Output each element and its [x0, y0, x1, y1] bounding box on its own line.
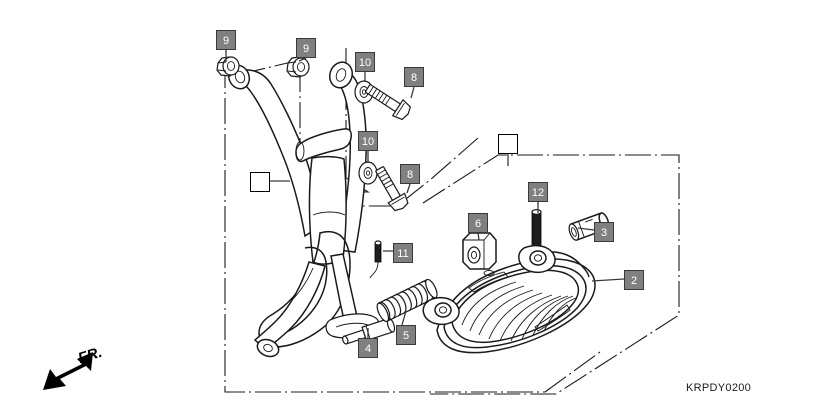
- callout-blank-step-group[interactable]: [498, 134, 518, 154]
- part-5-return-spring: [376, 278, 438, 323]
- leader-lines: [225, 50, 625, 338]
- callout-2[interactable]: 2: [624, 270, 644, 290]
- front-direction-arrow: [43, 352, 93, 390]
- callout-11[interactable]: 11: [393, 243, 413, 263]
- part-8-bolt-upper: [364, 84, 412, 121]
- callout-4[interactable]: 4: [358, 338, 378, 358]
- bracket-group-boundary: [224, 62, 601, 393]
- callout-3[interactable]: 3: [594, 222, 614, 242]
- part-11-cotter-pin: [369, 240, 382, 279]
- part-9-nut-middle: [286, 56, 310, 78]
- callout-8-upper[interactable]: 8: [404, 67, 424, 87]
- callout-9-left[interactable]: 9: [216, 30, 236, 50]
- callout-9-middle[interactable]: 9: [296, 38, 316, 58]
- callout-6[interactable]: 6: [468, 213, 488, 233]
- callout-5[interactable]: 5: [396, 325, 416, 345]
- part-4-shaft-pin: [342, 317, 396, 345]
- callout-10-lower[interactable]: 10: [358, 131, 378, 151]
- callout-8-lower[interactable]: 8: [400, 164, 420, 184]
- drawing-code: KRPDY0200: [686, 382, 752, 394]
- part-12-pin: [531, 209, 542, 251]
- part-10-washer-lower: [358, 161, 378, 185]
- step-group-boundary: [422, 154, 680, 395]
- callout-blank-bracket-group[interactable]: [250, 172, 270, 192]
- callout-10-upper[interactable]: 10: [355, 52, 375, 72]
- part-6-bushing-block: [462, 232, 497, 270]
- part-8-bolt-lower: [375, 166, 409, 212]
- part-2-footboard-step: [422, 244, 596, 354]
- callout-12[interactable]: 12: [528, 182, 548, 202]
- part-9-nut-left: [216, 56, 240, 77]
- step-holder-bracket: [227, 61, 380, 358]
